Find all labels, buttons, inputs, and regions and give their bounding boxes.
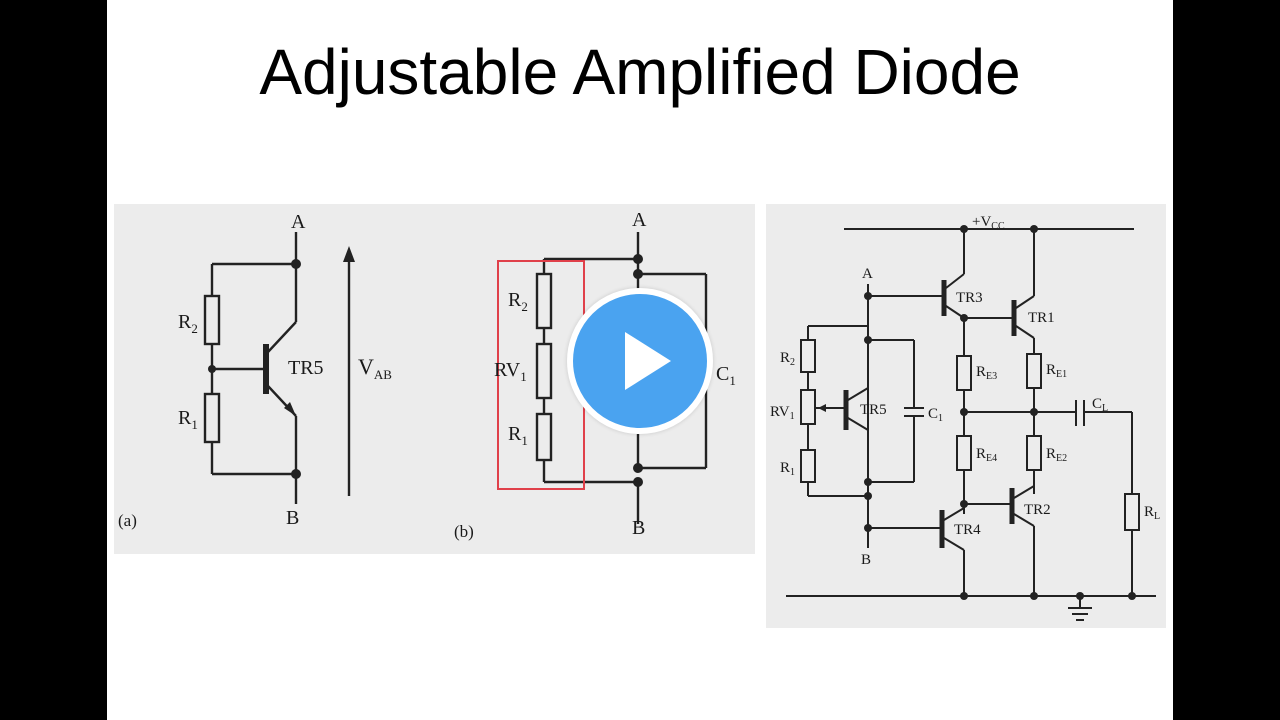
panel-a-tag: (a): [118, 511, 137, 530]
node-a-label-c: A: [862, 266, 873, 282]
rv1-label-c: RV1: [770, 404, 795, 422]
node-b-label: B: [286, 507, 299, 529]
node-b-label-c: B: [861, 552, 871, 568]
tr5-label-c: TR5: [860, 402, 887, 418]
r1-label-b: R1: [508, 423, 528, 448]
rl-label: RL: [1144, 504, 1160, 522]
re4-label: RE4: [976, 446, 997, 464]
re2-label: RE2: [1046, 446, 1067, 464]
cl-label: CL: [1092, 396, 1108, 414]
circuit-diagram-amplifier: +VCC A B TR3 TR1 TR4 TR2 TR5 R2 RV1 R1 C…: [766, 204, 1166, 628]
tr5-label: TR5: [288, 357, 324, 379]
node-a-label-b: A: [632, 209, 647, 231]
r2-label: R2: [178, 311, 198, 336]
r2-label-c: R2: [780, 350, 795, 368]
slide-title: Adjustable Amplified Diode: [259, 36, 1021, 108]
r2-label-b: R2: [508, 289, 528, 314]
c1-label-b: C1: [716, 363, 736, 388]
play-button[interactable]: [567, 288, 713, 434]
rv1-label-b: RV1: [494, 359, 527, 384]
circuit-panel-amplifier: +VCC A B TR3 TR1 TR4 TR2 TR5 R2 RV1 R1 C…: [766, 204, 1166, 628]
c1-label-c: C1: [928, 406, 943, 424]
re3-label: RE3: [976, 364, 997, 382]
r1-label-c: R1: [780, 460, 795, 478]
tr1-label: TR1: [1028, 310, 1055, 326]
panel-b-tag: (b): [454, 522, 474, 541]
play-icon: [625, 332, 671, 390]
r1-label: R1: [178, 407, 198, 432]
node-b-label-b: B: [632, 517, 645, 539]
vcc-label: +VCC: [972, 214, 1005, 232]
tr2-label: TR2: [1024, 502, 1051, 518]
tr4-label: TR4: [954, 522, 981, 538]
vab-label: VAB: [358, 354, 392, 382]
node-a-label: A: [291, 211, 306, 233]
re1-label: RE1: [1046, 362, 1067, 380]
tr3-label: TR3: [956, 290, 983, 306]
